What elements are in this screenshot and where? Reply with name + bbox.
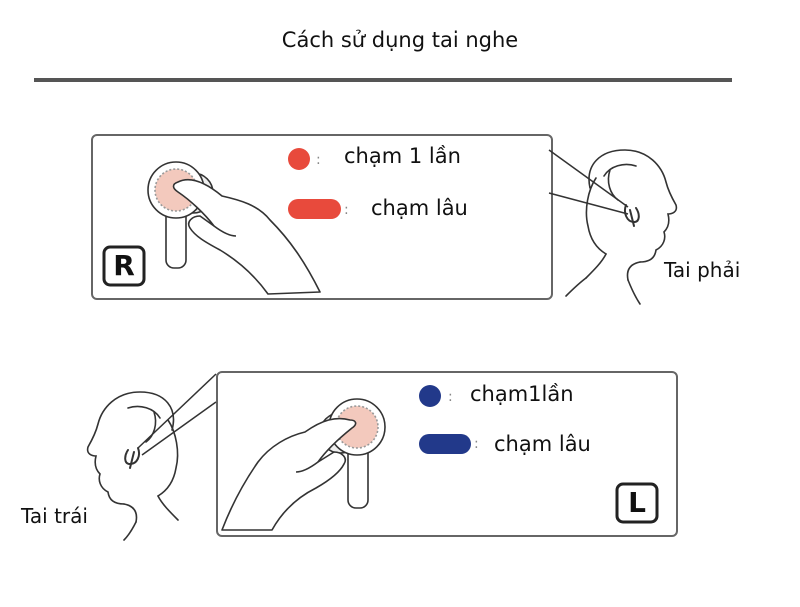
right-single-tap-label: chạm 1 lần: [344, 144, 461, 168]
right-hand-drawing: [172, 178, 321, 295]
left-hand-drawing: [221, 417, 357, 531]
left-long-press-icon: [419, 434, 471, 454]
right-single-tap-icon: [288, 148, 310, 170]
left-ear-label: Tai trái: [21, 504, 88, 528]
left-single-tap-icon: [419, 385, 441, 407]
left-earbud-drawing: [319, 398, 386, 509]
right-legend-markers: : :: [288, 148, 349, 219]
left-badge: [615, 482, 659, 524]
title-divider: [34, 78, 732, 82]
right-long-press-label: chạm lâu: [371, 196, 468, 220]
svg-text::: :: [474, 436, 479, 452]
right-badge-letter: R: [113, 249, 135, 282]
left-long-press-label: chạm lâu: [494, 432, 591, 456]
left-badge-letter: L: [628, 486, 646, 519]
svg-text::: :: [448, 389, 453, 405]
left-head-drawing: [86, 391, 179, 541]
right-ear-label: Tai phải: [664, 258, 741, 282]
page-title: Cách sử dụng tai nghe: [281, 28, 519, 52]
left-legend-markers: : :: [419, 385, 479, 454]
left-single-tap-label: chạm1lần: [470, 382, 574, 406]
right-head-drawing: [565, 149, 678, 305]
right-long-press-icon: [288, 199, 341, 219]
right-earbud-drawing: [147, 161, 214, 269]
svg-text::: :: [344, 202, 349, 218]
svg-text::: :: [316, 152, 321, 168]
right-badge: [102, 245, 146, 287]
